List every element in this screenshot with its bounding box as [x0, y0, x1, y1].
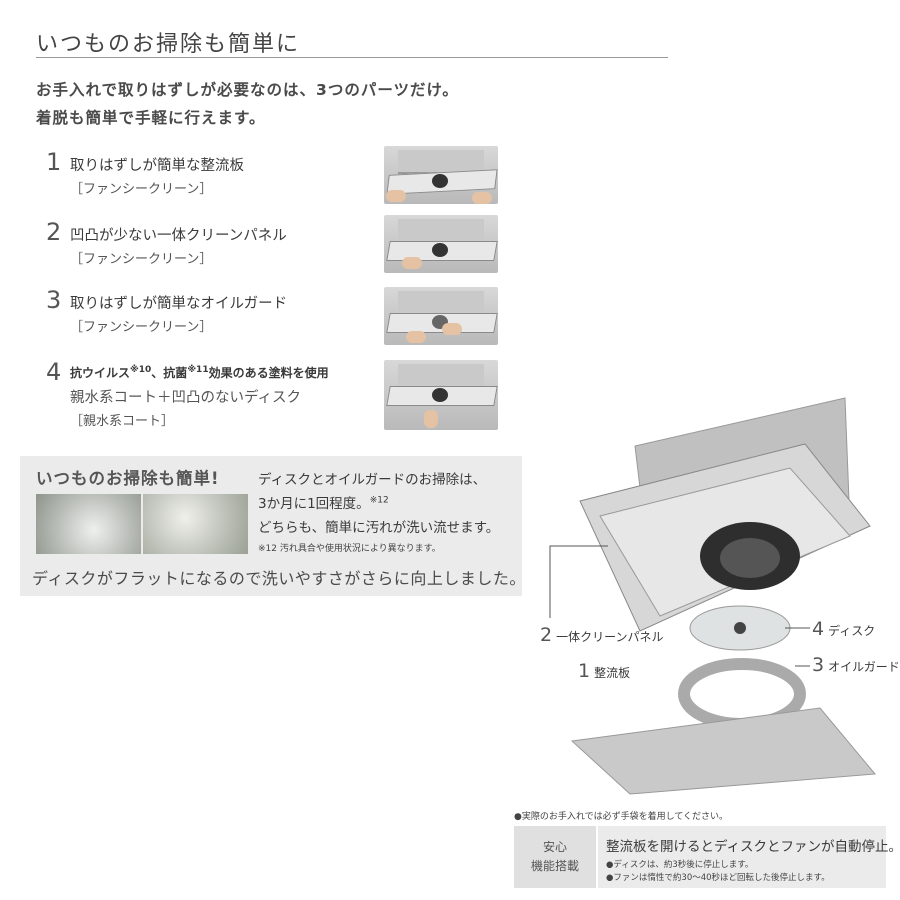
disc-cleaning-photo: [36, 494, 141, 554]
part-title: 抗ウイルス※10、抗菌※11効果のある塗料を使用: [70, 365, 329, 380]
cleaning-summary: ディスクがフラットになるので洗いやすさがさらに向上しました。: [32, 569, 526, 588]
lead-line-1: お手入れで取りはずしが必要なのは、3つのパーツだけ。: [36, 81, 459, 99]
part-3-photo: [384, 287, 498, 345]
part-series: ［ファンシークリーン］: [70, 320, 213, 335]
part-title: 取りはずしが簡単な整流板: [70, 158, 244, 174]
cleaning-footnote: ※12 汚れ具合や使用状況により異なります。: [258, 544, 441, 554]
part-series: ［親水系コート］: [70, 414, 175, 429]
cleaning-text-2: 3か月に1回程度。※12: [258, 495, 389, 513]
cleaning-text-1: ディスクとオイルガードのお掃除は、: [258, 472, 487, 488]
part-number: 1: [46, 148, 62, 176]
safety-badge-line-2: 機能搭載: [530, 859, 579, 873]
fan-hub-shape: [720, 538, 780, 578]
lead-line-2: 着脱も簡単で手軽に行えます。: [36, 109, 266, 127]
leader-line-panel: [549, 545, 608, 618]
part-4-photo: [384, 360, 498, 430]
part-series: ［ファンシークリーン］: [70, 182, 213, 197]
safety-title: 整流板を開けるとディスクとファンが自動停止。: [606, 839, 900, 855]
disc-center-shape: [734, 622, 746, 634]
page-title: いつものお掃除も簡単に: [36, 32, 301, 57]
part-subtitle: 親水系コート＋凹凸のないディスク: [70, 390, 301, 406]
part-number: 3: [46, 286, 62, 314]
part-series: ［ファンシークリーン］: [70, 252, 213, 267]
part-title: 取りはずしが簡単なオイルガード: [70, 296, 288, 312]
safety-badge-line-1: 安心: [542, 840, 567, 854]
part-number: 4: [46, 358, 62, 386]
cleaning-heading: いつものお掃除も簡単!: [36, 469, 220, 488]
part-1-photo: [384, 146, 498, 204]
rectifier-plate-shape: [570, 707, 877, 795]
title-divider: [36, 57, 668, 58]
part-number: 2: [46, 218, 62, 246]
lead-text: お手入れで取りはずしが必要なのは、3つのパーツだけ。 着脱も簡単で手軽に行えます…: [36, 76, 459, 132]
range-hood-exploded-diagram: [549, 397, 877, 795]
glove-caution: ●実際のお手入れでは必ず手袋を着用してください。: [514, 812, 729, 822]
safety-bullet-2: ●ファンは惰性で約30〜40秒ほど回転した後停止します。: [606, 873, 830, 883]
safety-badge: 安心 機能搭載: [514, 826, 598, 888]
part-2-photo: [384, 215, 498, 273]
oilguard-cleaning-photo: [143, 494, 248, 554]
part-title: 凹凸が少ない一体クリーンパネル: [70, 228, 287, 244]
cleaning-text-3: どちらも、簡単に汚れが洗い流せます。: [258, 520, 500, 536]
safety-bullet-1: ●ディスクは、約3秒後に停止します。: [606, 860, 754, 870]
